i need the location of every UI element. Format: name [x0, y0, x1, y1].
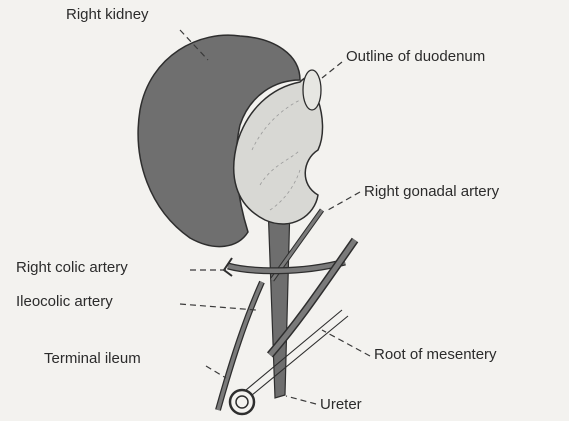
- label-terminal-ileum: Terminal ileum: [44, 350, 141, 368]
- leader-duodenum: [322, 62, 342, 78]
- leader-root-of-mesentery: [322, 330, 370, 356]
- label-root-of-mesentery: Root of mesentery: [374, 346, 497, 364]
- ureter-lumen: [236, 396, 248, 408]
- duodenum-cut-end: [303, 70, 321, 110]
- label-ileocolic-artery: Ileocolic artery: [16, 293, 113, 311]
- label-right-colic-artery: Right colic artery: [16, 259, 128, 277]
- label-right-gonadal-artery: Right gonadal artery: [364, 183, 499, 201]
- leader-ileocolic-artery: [180, 304, 256, 310]
- label-ureter: Ureter: [320, 396, 362, 414]
- leader-right-gonadal-artery: [328, 192, 360, 210]
- label-right-kidney: Right kidney: [66, 6, 149, 24]
- leader-terminal-ileum: [206, 366, 226, 378]
- label-duodenum: Outline of duodenum: [346, 48, 485, 66]
- leader-ureter: [286, 396, 316, 404]
